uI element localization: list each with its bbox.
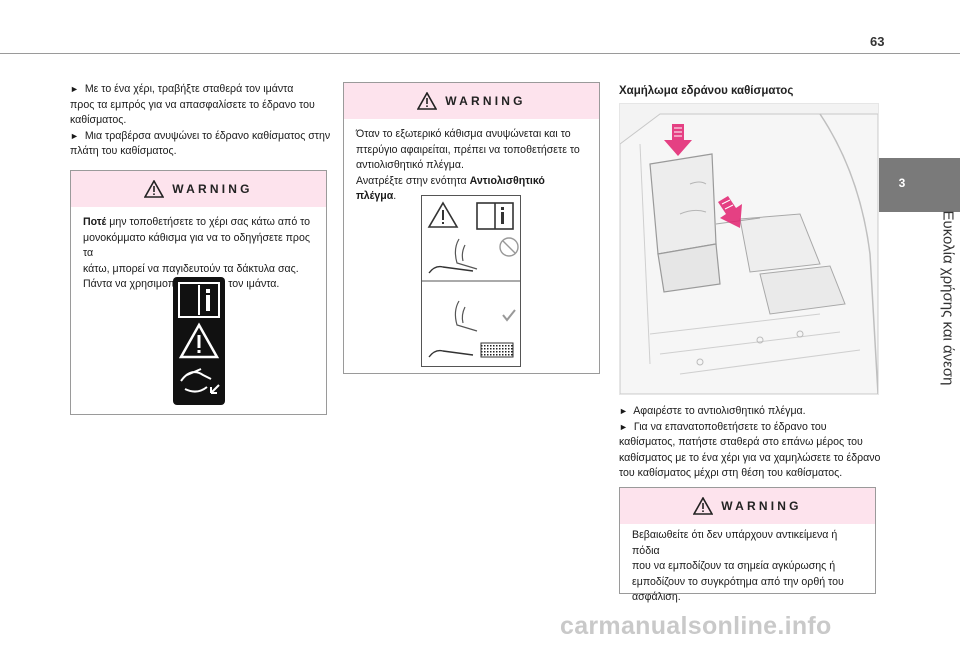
warning-triangle-icon: [144, 180, 165, 198]
warning-box: WARNING Όταν το εξωτερικό κάθισμα ανυψών…: [343, 82, 600, 374]
lower-arrow-icon: [718, 196, 742, 228]
warning-triangle-icon: [417, 92, 438, 110]
step-line: πλάτη του καθίσματος.: [70, 145, 177, 158]
warning-title: WARNING: [172, 182, 253, 196]
chapter-title: Ευκολία χρήσης και άνεση: [939, 210, 957, 386]
press-down-arrow-icon: [664, 124, 692, 156]
col1-steps: ► Με το ένα χέρι, τραβήξτε σταθερά τον ι…: [70, 82, 332, 160]
seat-photo: [619, 103, 879, 395]
header-divider: [0, 53, 960, 54]
warning-title: WARNING: [721, 499, 802, 513]
manual-book-icon: [476, 202, 514, 230]
seat-no-mat-icon: [428, 237, 519, 274]
rear-seats: [715, 213, 846, 315]
step-line: ► Με το ένα χέρι, τραβήξτε σταθερά τον ι…: [70, 83, 294, 95]
step-line: ► Αφαιρέστε το αντιολισθητικό πλέγμα.: [619, 405, 806, 417]
step-line: ► Για να επανατοποθετήσετε το έδρανο του: [619, 420, 827, 433]
watermark: carmanualsonline.info: [560, 612, 832, 640]
warning-box: WARNING Βεβαιωθείτε ότι δεν υπάρχουν αντ…: [619, 487, 876, 603]
step-line: καθίσματος με το ένα χέρι για να χαμηλώσ…: [619, 451, 881, 464]
warning-text: Βεβαιωθείτε ότι δεν υπάρχουν αντικείμενα…: [632, 529, 844, 604]
chapter-tab[interactable]: [879, 158, 960, 212]
warning-label-sticker: [173, 277, 225, 405]
step-line: προς τα εμπρός για να απασφαλίσετε το έδ…: [70, 98, 315, 111]
warning-header: WARNING: [620, 488, 875, 524]
floor-rails: [649, 313, 861, 375]
warning-icon: [427, 201, 459, 228]
step-line: του καθίσματος μέχρι στη θέση του καθίσμ…: [619, 467, 843, 480]
reference-link[interactable]: Αντιολισθητικό πλέγμα: [356, 174, 545, 203]
warning-text: Όταν το εξωτερικό κάθισμα ανυψώνεται και…: [356, 128, 580, 203]
chapter-tab-number: 3: [898, 176, 906, 190]
section-subtitle: Χαμήλωμα εδράνου καθίσματος: [619, 85, 794, 97]
step-line: καθίσματος, πατήστε σταθερά στο επάνω μέ…: [619, 436, 863, 449]
warning-box: WARNING Ποτέ μην τοποθετήσετε το χέρι σα…: [70, 170, 327, 415]
warning-icon: [178, 322, 220, 359]
seat-with-mat-icon: [428, 300, 516, 358]
step-line: ► Μια τραβέρσα ανυψώνει το έδρανο καθίσμ…: [70, 129, 331, 142]
hand-pinch-icon: [180, 368, 220, 394]
manual-book-icon: [178, 282, 220, 318]
anti-slip-mat-label: [421, 195, 521, 367]
warning-header: WARNING: [71, 171, 326, 207]
col3-steps: ► Αφαιρέστε το αντιολισθητικό πλέγμα. ► …: [619, 404, 881, 482]
seat-cushion-folded: [649, 153, 721, 293]
page-number: 63: [870, 34, 885, 49]
warning-title: WARNING: [445, 94, 526, 108]
step-line: καθίσματος.: [70, 114, 127, 127]
warning-header: WARNING: [344, 83, 599, 119]
warning-triangle-icon: [693, 497, 714, 515]
